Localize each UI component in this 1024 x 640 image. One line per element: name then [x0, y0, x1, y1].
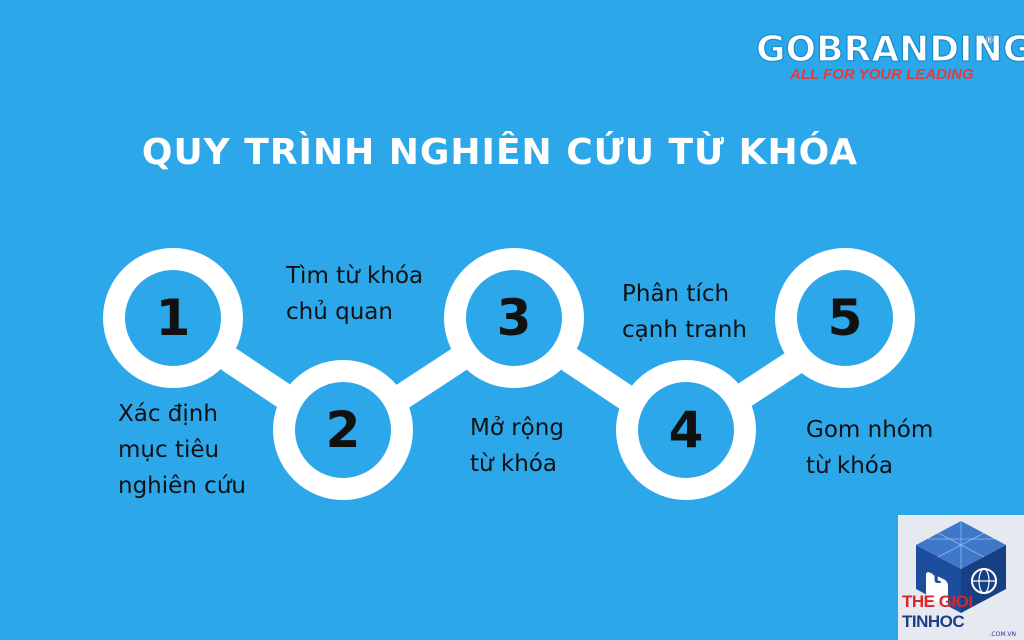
- step-label-1-line-1: Xác định: [118, 401, 218, 427]
- step-label-3-line-2: từ khóa: [470, 451, 557, 477]
- step-ring-1: [103, 248, 243, 388]
- step-label-5-line-1: Gom nhóm: [806, 417, 934, 443]
- step-ring-3: [444, 248, 584, 388]
- step-label-5: Gom nhóm từ khóa: [806, 412, 933, 484]
- step-number-5: 5: [827, 289, 863, 347]
- watermark-text-red: THE GIOI: [902, 592, 973, 611]
- step-number-1: 1: [155, 289, 191, 347]
- svg-text:t: t: [933, 567, 942, 588]
- tgth-cube-logo-icon: t: [916, 521, 1006, 613]
- watermark-domain: .COM.VN: [989, 631, 1017, 638]
- logo-tagline: ALL FOR YOUR LEADING: [790, 66, 974, 83]
- step-label-1: Xác định mục tiêu nghiên cứu: [118, 396, 246, 504]
- step-ring-4: [616, 360, 756, 500]
- connector-1-2: [217, 347, 303, 413]
- step-label-2-line-1: Tìm từ khóa: [286, 263, 424, 289]
- thegioitinhoc-watermark: t THE GIOI TINHOC .COM.VN: [898, 515, 1024, 640]
- logo-main-text: GOBRANDING: [755, 29, 1024, 70]
- gobranding-logo: GOBRANDING ® ALL FOR YOUR LEADING: [755, 29, 1024, 86]
- connector-3-4: [557, 347, 643, 413]
- step-label-3-line-1: Mở rộng: [470, 415, 564, 441]
- step-label-3: Mở rộng từ khóa: [470, 410, 564, 482]
- watermark-text-blue: TINHOC: [902, 612, 965, 631]
- step-label-1-line-2: mục tiêu: [118, 437, 220, 463]
- step-label-5-line-2: từ khóa: [806, 453, 893, 479]
- watermark-wordmark: THE GIOI TINHOC: [902, 592, 1024, 632]
- connector-2-3: [387, 347, 471, 411]
- step-label-2-line-2: chủ quan: [286, 299, 393, 325]
- step-label-4-line-1: Phân tích: [622, 281, 730, 307]
- page-title: QUY TRÌNH NGHIÊN CỨU TỪ KHÓA: [141, 132, 859, 173]
- step-number-3: 3: [496, 289, 532, 347]
- step-number-4: 4: [668, 401, 704, 459]
- step-label-4: Phân tích cạnh tranh: [622, 276, 747, 348]
- step-ring-2: [273, 360, 413, 500]
- step-label-1-line-3: nghiên cứu: [118, 473, 246, 499]
- step-ring-5: [775, 248, 915, 388]
- step-label-2: Tìm từ khóa chủ quan: [286, 258, 423, 330]
- step-number-2: 2: [325, 401, 361, 459]
- logo-registered-mark: ®: [985, 36, 994, 46]
- step-label-4-line-2: cạnh tranh: [622, 317, 747, 343]
- connector-4-5: [727, 347, 811, 411]
